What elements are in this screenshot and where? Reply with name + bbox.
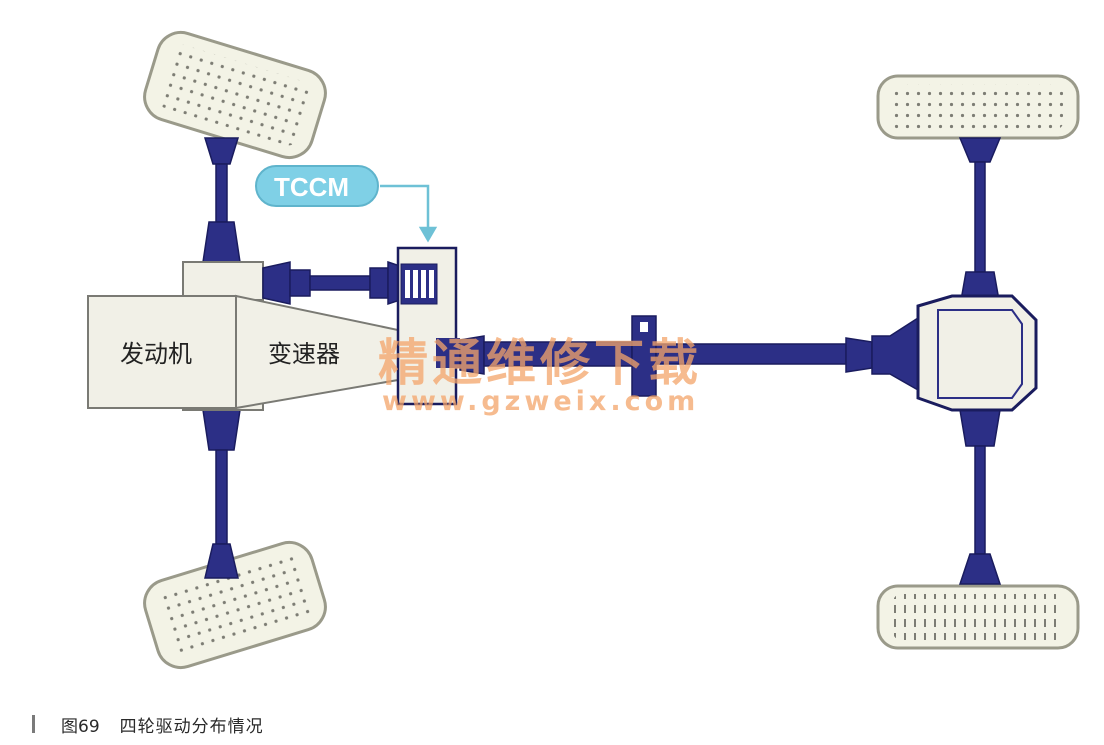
caption-marker — [32, 715, 35, 733]
watermark-url: www.gzweix.com — [382, 386, 699, 417]
figure-caption: 图69 四轮驱动分布情况 — [32, 712, 264, 737]
figure-number: 图69 — [61, 716, 100, 737]
engine-label: 发动机 — [120, 340, 192, 368]
transmission-label: 变速器 — [268, 340, 340, 368]
transfer-case — [396, 246, 460, 406]
rear-left-wheel — [876, 74, 1080, 140]
front-propshaft — [262, 260, 401, 306]
rear-differential — [871, 294, 1038, 412]
watermark-text: 精通维修下载 — [378, 334, 702, 392]
rear-left-halfshaft — [958, 137, 1002, 307]
tccm-label: TCCM — [274, 172, 349, 202]
front-right-halfshaft — [202, 409, 241, 579]
front-left-halfshaft — [202, 137, 241, 263]
propshaft-bearing-marker — [640, 322, 648, 332]
rear-right-halfshaft — [958, 409, 1002, 585]
front-right-wheel — [143, 540, 327, 670]
caption-text: 四轮驱动分布情况 — [119, 716, 264, 737]
tccm-module: TCCM — [255, 165, 379, 207]
rear-right-wheel — [876, 584, 1080, 650]
front-left-wheel — [143, 30, 327, 160]
front-differential-upper — [182, 261, 264, 301]
tccm-arrow — [380, 184, 438, 243]
